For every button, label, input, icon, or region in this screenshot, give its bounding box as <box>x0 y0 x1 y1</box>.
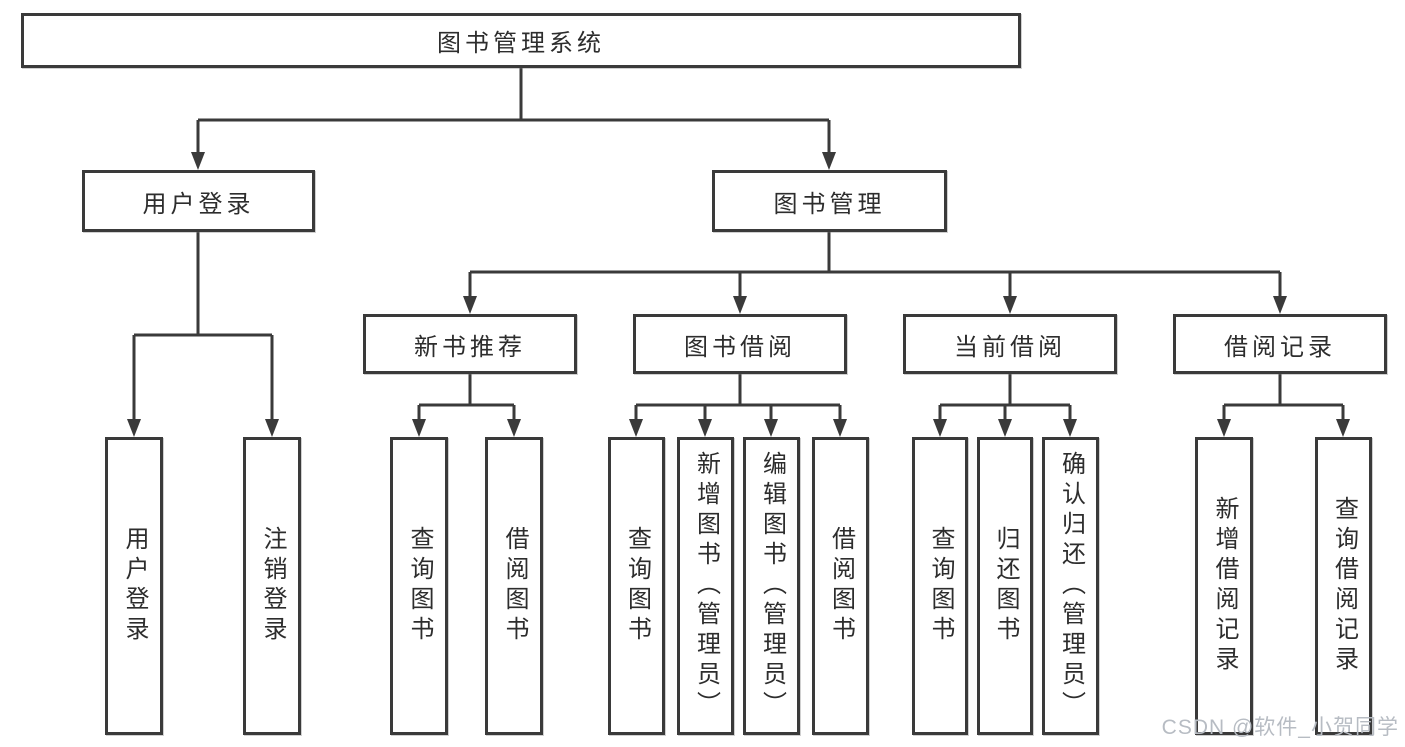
leaf-query-borrow-record-label: 查询借阅记录 <box>1330 496 1358 676</box>
node-book-management-label: 图书管理 <box>773 190 886 218</box>
node-book-borrow-label: 图书借阅 <box>684 333 796 361</box>
arrowhead-icon <box>1273 296 1287 314</box>
arrowhead-icon <box>698 419 712 437</box>
leaf-query-books-recommend-label: 查询图书 <box>406 526 433 646</box>
arrowhead-icon <box>764 419 778 437</box>
arrowhead-icon <box>1063 419 1077 437</box>
node-user-login-label: 用户登录 <box>142 190 255 218</box>
leaf-user-login-label: 用户登录 <box>121 526 148 646</box>
arrowhead-icon <box>412 419 426 437</box>
leaf-borrow-books-borrow-label: 借阅图书 <box>827 526 855 646</box>
leaf-logout: 注销登录 <box>243 437 301 735</box>
leaf-query-books-current: 查询图书 <box>912 437 968 735</box>
node-new-book-recommend: 新书推荐 <box>363 314 577 374</box>
leaf-confirm-return-admin: 确认归还（管理员） <box>1042 437 1099 735</box>
leaf-query-books-borrow-label: 查询图书 <box>623 526 651 646</box>
arrowhead-icon <box>507 419 521 437</box>
leaf-query-borrow-record: 查询借阅记录 <box>1315 437 1372 735</box>
leaf-borrow-books-recommend-label: 借阅图书 <box>501 526 528 646</box>
node-root-label: 图书管理系统 <box>437 30 605 57</box>
arrowhead-icon <box>191 152 205 170</box>
node-book-management: 图书管理 <box>712 170 947 232</box>
arrowhead-icon <box>265 419 279 437</box>
leaf-add-borrow-record: 新增借阅记录 <box>1195 437 1253 735</box>
leaf-add-borrow-record-label: 新增借阅记录 <box>1211 496 1238 676</box>
arrowhead-icon <box>463 296 477 314</box>
arrowhead-icon <box>733 296 747 314</box>
arrowhead-icon <box>127 419 141 437</box>
node-current-borrow-label: 当前借阅 <box>954 333 1066 361</box>
arrowhead-icon <box>1003 296 1017 314</box>
node-user-login: 用户登录 <box>82 170 315 232</box>
arrowhead-icon <box>998 419 1012 437</box>
leaf-edit-book-admin-label: 编辑图书（管理员） <box>758 451 786 721</box>
arrowhead-icon <box>629 419 643 437</box>
leaf-edit-book-admin: 编辑图书（管理员） <box>743 437 800 735</box>
leaf-borrow-books-recommend: 借阅图书 <box>485 437 543 735</box>
arrowhead-icon <box>1336 419 1350 437</box>
arrowhead-icon <box>833 419 847 437</box>
leaf-add-book-admin-label: 新增图书（管理员） <box>692 451 720 721</box>
node-book-borrow: 图书借阅 <box>633 314 847 374</box>
node-current-borrow: 当前借阅 <box>903 314 1117 374</box>
leaf-confirm-return-admin-label: 确认归还（管理员） <box>1057 451 1085 721</box>
leaf-borrow-books-borrow: 借阅图书 <box>812 437 869 735</box>
arrowhead-icon <box>1217 419 1231 437</box>
arrowhead-icon <box>933 419 947 437</box>
leaf-return-book-label: 归还图书 <box>992 526 1019 646</box>
leaf-add-book-admin: 新增图书（管理员） <box>677 437 734 735</box>
leaf-query-books-borrow: 查询图书 <box>608 437 665 735</box>
node-root: 图书管理系统 <box>21 13 1021 68</box>
leaf-query-books-current-label: 查询图书 <box>927 526 954 646</box>
node-borrow-records: 借阅记录 <box>1173 314 1387 374</box>
node-new-book-recommend-label: 新书推荐 <box>414 333 526 361</box>
watermark: CSDN @软件_小贺同学 <box>1161 716 1399 739</box>
leaf-return-book: 归还图书 <box>977 437 1033 735</box>
arrowhead-icon <box>822 152 836 170</box>
leaf-user-login: 用户登录 <box>105 437 163 735</box>
leaf-query-books-recommend: 查询图书 <box>390 437 448 735</box>
leaf-logout-label: 注销登录 <box>259 526 286 646</box>
node-borrow-records-label: 借阅记录 <box>1224 333 1336 361</box>
